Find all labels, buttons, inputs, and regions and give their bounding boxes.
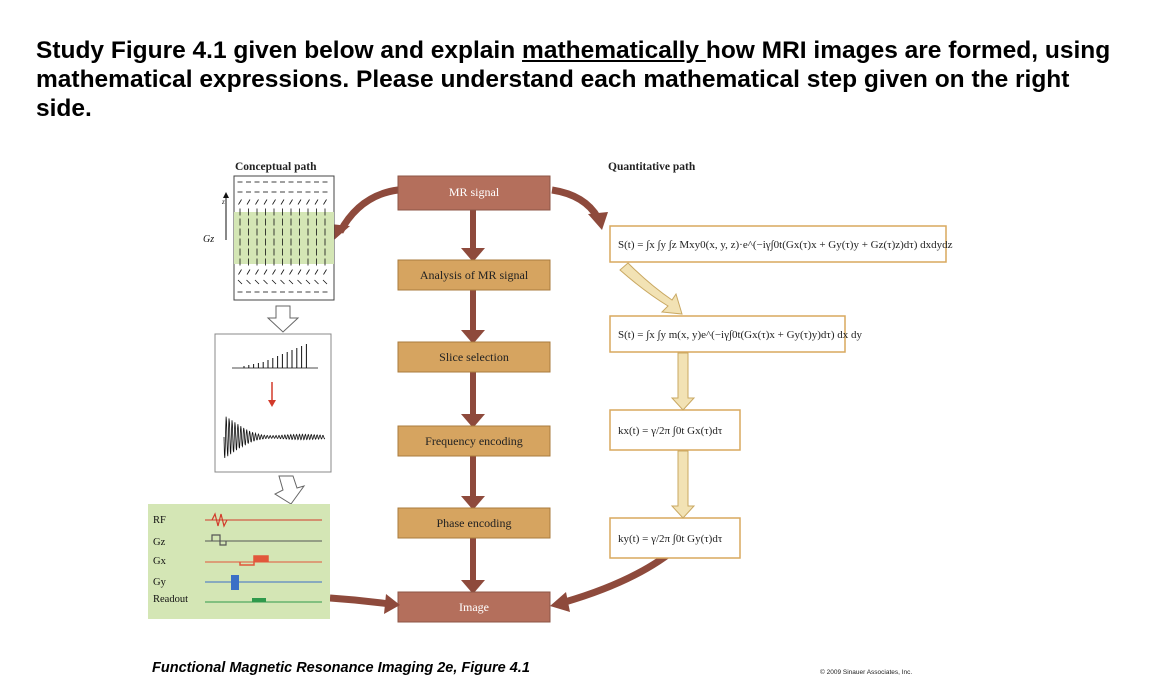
step-label: Slice selection <box>439 350 509 364</box>
gradient-gz-label: Gz <box>203 234 214 245</box>
step-label: Phase encoding <box>437 516 512 530</box>
question-underlined-word: mathematically <box>522 37 706 64</box>
step-label: MR signal <box>449 185 500 199</box>
figure-caption: Functional Magnetic Resonance Imaging 2e… <box>152 660 530 676</box>
equation-text: S(t) = ∫x ∫y ∫z Mxy0(x, y, z)·e^(−iγ∫0t(… <box>618 239 953 251</box>
arrowhead-conceptual <box>330 224 350 240</box>
equation-box-3: kx(t) = γ/2π ∫0t Gx(τ)dτ <box>609 409 741 451</box>
question-text: Study Figure 4.1 given below and explain… <box>36 36 1116 123</box>
gy-label: Gy <box>153 577 167 588</box>
signal-panel <box>214 333 332 473</box>
step-label: Image <box>459 600 489 614</box>
equation-box-1: S(t) = ∫x ∫y ∫z Mxy0(x, y, z)·e^(−iγ∫0t(… <box>609 225 953 263</box>
arrowhead-sequence-image <box>384 594 400 614</box>
arrow-sequence-to-image <box>329 594 391 608</box>
readout-label: Readout <box>153 594 188 605</box>
step-mr-signal: MR signal <box>397 175 551 211</box>
question-part-2: how MRI images are formed, using mathema… <box>36 37 1111 122</box>
conceptual-path-heading: Conceptual path <box>235 161 317 173</box>
copyright-notice: © 2009 Sinauer Associates, Inc. <box>820 669 913 676</box>
step-analysis: Analysis of MR signal <box>397 259 551 291</box>
pulse-sequence-panel: RF Gz Gx Gy Readout <box>148 504 330 619</box>
question-part-1: Study Figure 4.1 given below and explain <box>36 37 523 64</box>
arrow-to-conceptual <box>336 186 399 234</box>
step-image: Image <box>397 591 551 623</box>
center-arrows <box>461 210 485 594</box>
equation-text: ky(t) = γ/2π ∫0t Gy(τ)dτ <box>618 533 723 545</box>
gz-label: Gz <box>153 537 166 548</box>
spin-panel: z Gz <box>203 175 335 301</box>
quantitative-path-heading: Quantitative path <box>608 161 696 173</box>
step-frequency-encoding: Frequency encoding <box>397 425 551 457</box>
hollow-arrows-left <box>266 305 306 505</box>
hollow-arrows-right <box>619 262 696 519</box>
arrowhead-quantitative <box>588 212 608 230</box>
step-phase-encoding: Phase encoding <box>397 507 551 539</box>
z-axis-label: z <box>221 198 225 206</box>
rf-label: RF <box>153 515 166 526</box>
gx-label: Gx <box>153 556 167 567</box>
step-label: Frequency encoding <box>425 434 523 448</box>
equation-text: S(t) = ∫x ∫y m(x, y)e^(−iγ∫0t(Gx(τ)x + G… <box>618 329 863 341</box>
step-slice-selection: Slice selection <box>397 341 551 373</box>
arrowhead-equation-image <box>550 592 570 612</box>
equation-box-4: ky(t) = γ/2π ∫0t Gy(τ)dτ <box>609 517 741 559</box>
step-label: Analysis of MR signal <box>420 268 529 282</box>
equation-box-2: S(t) = ∫x ∫y m(x, y)e^(−iγ∫0t(Gx(τ)x + G… <box>609 315 863 353</box>
equation-text: kx(t) = γ/2π ∫0t Gx(τ)dτ <box>618 425 723 437</box>
